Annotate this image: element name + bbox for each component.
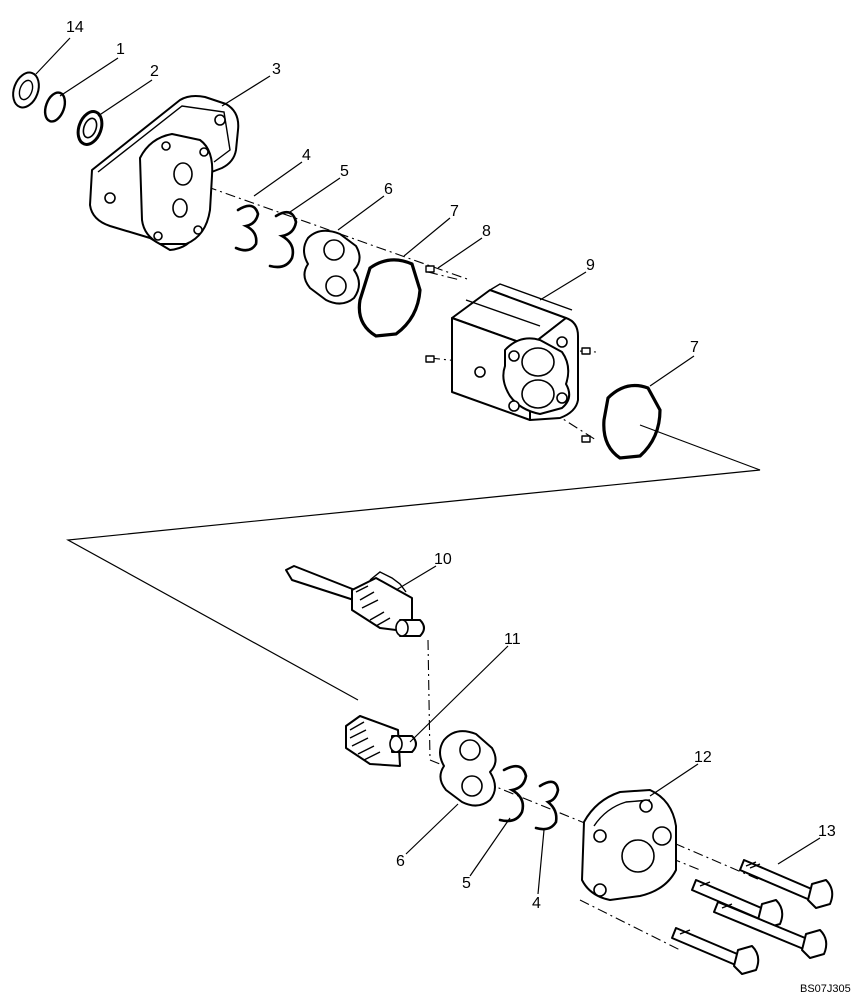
- front-cover-part-3: [89, 95, 240, 251]
- seal-clip-part-4-lower: [534, 780, 560, 831]
- snap-ring-part-1: [43, 91, 67, 123]
- callout-8: 8: [482, 223, 491, 240]
- continuation-lines: [66, 424, 761, 701]
- callout-11: 11: [504, 631, 521, 648]
- seal-clip-part-5-upper: [268, 210, 298, 269]
- drive-shaft-part-10: [285, 565, 425, 637]
- rear-cover-part-12: [581, 789, 677, 901]
- callout-9: 9: [586, 257, 595, 274]
- wear-plate-part-6-upper: [303, 229, 361, 305]
- callout-7-upper: 7: [450, 203, 459, 220]
- callout-4-lower: 4: [532, 895, 541, 912]
- callout-6-lower: 6: [396, 853, 405, 870]
- o-ring-part-7-upper: [357, 258, 422, 338]
- callout-numbers: 14 1 2 3 4 5 6 7 8 9 7 10 11 12 13 6 5 4: [66, 19, 836, 912]
- o-ring-part-7-right: [602, 384, 662, 460]
- callout-14: 14: [66, 19, 84, 36]
- callout-6-upper: 6: [384, 181, 393, 198]
- callout-4-upper: 4: [302, 147, 311, 164]
- leader-lines: [35, 37, 821, 895]
- callout-10: 10: [434, 551, 452, 568]
- seal-clip-part-5-lower: [498, 764, 528, 823]
- bearing-seal-part-2: [76, 110, 104, 146]
- bolts-part-13: [671, 859, 834, 975]
- drawing-code: BS07J305: [800, 983, 851, 995]
- callout-1: 1: [116, 41, 125, 58]
- callout-5-lower: 5: [462, 875, 471, 892]
- dowel-pins-part-8: [425, 265, 591, 443]
- gear-housing-part-9: [451, 283, 579, 421]
- callout-2: 2: [150, 63, 159, 80]
- callout-3: 3: [272, 61, 281, 78]
- callout-7-right: 7: [690, 339, 699, 356]
- callout-13: 13: [818, 823, 836, 840]
- seal-clip-part-4-upper: [234, 204, 260, 252]
- seal-part-14: [12, 71, 40, 109]
- idler-gear-part-11: [345, 715, 417, 767]
- callout-5-upper: 5: [340, 163, 349, 180]
- callout-12: 12: [694, 749, 712, 766]
- wear-plate-part-6-lower: [439, 730, 497, 807]
